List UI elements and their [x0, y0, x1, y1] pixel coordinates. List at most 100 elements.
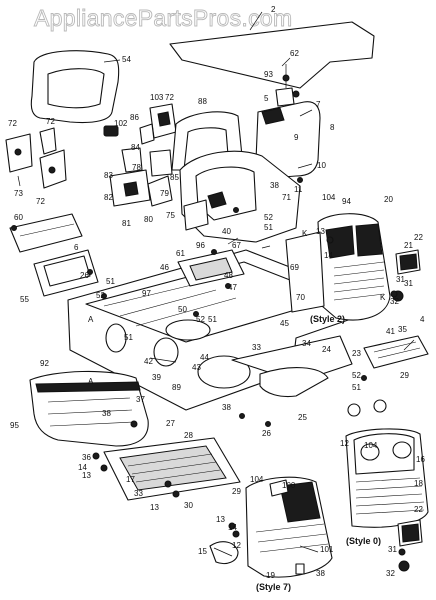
style-0-label: (Style 0) [346, 536, 381, 546]
callout-45: 45 [280, 319, 289, 328]
callout-20: 20 [384, 195, 393, 204]
callout-72-top: 72 [165, 93, 174, 102]
callout-27: 27 [166, 419, 175, 428]
lens-part-12 [347, 399, 387, 417]
callout-43: 43 [192, 363, 201, 372]
callout-26-mid: 26 [262, 429, 271, 438]
callout-35: 35 [398, 325, 407, 334]
callout-23: 23 [352, 349, 361, 358]
callout-k-upper: K [302, 229, 308, 238]
leader-lines [17, 57, 415, 557]
callout-31-upper-b: 31 [404, 279, 413, 288]
callout-51-b: 51 [208, 315, 217, 324]
callout-22-lower: 22 [414, 505, 423, 514]
callout-31-upper: 31 [396, 275, 405, 284]
chassis-frame [67, 249, 355, 411]
callout-29-lower: 29 [232, 487, 241, 496]
callout-13-mid: 13 [316, 227, 325, 236]
callout-46: 46 [160, 263, 169, 272]
callout-80: 80 [144, 215, 153, 224]
callout-73: 73 [14, 189, 23, 198]
callout-5: 5 [264, 94, 269, 103]
callout-71: 71 [282, 193, 291, 202]
callout-7: 7 [316, 100, 321, 109]
callout-100: 100 [282, 481, 296, 490]
callout-41: 41 [386, 327, 395, 336]
battery-tray-part-6 [33, 249, 99, 297]
bracket-part-82 [109, 169, 151, 207]
callout-51-c: 51 [124, 333, 133, 342]
style-7-label: (Style 7) [256, 582, 291, 592]
fasteners [11, 74, 406, 556]
headlight-part-22 [395, 249, 421, 275]
callout-51-a: 51 [106, 277, 115, 286]
callout-72-mid: 72 [46, 117, 55, 126]
callout-38-mid: 38 [222, 403, 231, 412]
callout-29-right: 29 [400, 371, 409, 380]
watermark-text: AppliancePartsPros.com [34, 5, 292, 31]
callout-39: 39 [152, 373, 161, 382]
callout-13-bottom: 13 [216, 515, 225, 524]
callout-21: 21 [404, 241, 413, 250]
callout-16: 16 [416, 455, 425, 464]
seat-part-54 [30, 50, 120, 124]
callout-84: 84 [131, 143, 140, 152]
callout-12-bottom: 12 [232, 541, 241, 550]
bracket-part-72-left [5, 133, 33, 173]
callout-104-lower: 104 [250, 475, 264, 484]
callout-92: 92 [40, 359, 49, 368]
callout-60: 60 [14, 213, 23, 222]
callout-83: 83 [104, 171, 113, 180]
callout-13-lower: 13 [150, 503, 159, 512]
callout-10: 10 [317, 161, 326, 170]
callout-94: 94 [342, 197, 351, 206]
callout-38-footrest: 38 [102, 409, 111, 418]
clip-part-103 [149, 103, 177, 139]
callout-85: 85 [170, 173, 179, 182]
bracket-part-84 [121, 147, 173, 177]
bracket-part-79 [147, 175, 173, 207]
callout-54: 54 [122, 55, 131, 64]
callout-47: 47 [228, 283, 237, 292]
callout-51-top: 51 [264, 223, 273, 232]
bracket-part-69-70 [285, 231, 325, 313]
callout-103: 103 [150, 93, 164, 102]
callout-86: 86 [130, 113, 139, 122]
callout-14-left: 14 [78, 463, 87, 472]
callout-22-top: 22 [414, 233, 423, 242]
callout-75: 75 [166, 211, 175, 220]
callout-labels: 2 54 62 93 5 7 8 9 103 72 88 86 102 84 7… [8, 5, 425, 580]
plate-part-67 [177, 249, 245, 287]
callout-72-left: 72 [8, 119, 17, 128]
callout-52-top: 52 [264, 213, 273, 222]
callout-48: 48 [224, 271, 233, 280]
callout-14-bottom: 14 [228, 523, 237, 532]
callout-40: 40 [222, 227, 231, 236]
callout-38-top: 38 [270, 181, 279, 190]
grille-style-2-part-94 [317, 213, 391, 321]
callout-6: 6 [74, 243, 79, 252]
callout-104-top: 104 [322, 193, 336, 202]
callout-95: 95 [10, 421, 19, 430]
bracket-part-72-mid [39, 149, 67, 189]
callout-50: 50 [178, 305, 187, 314]
callout-81: 81 [122, 219, 131, 228]
callout-33-lower: 33 [134, 489, 143, 498]
grille-style-0-part-18 [345, 428, 429, 528]
callout-28: 28 [184, 431, 193, 440]
callout-52-a: 52 [96, 291, 105, 300]
callout-67: 67 [232, 241, 241, 250]
callout-26-left: 26 [80, 271, 89, 280]
hood-panel-part-2 [169, 11, 375, 89]
callout-a-upper: A [88, 315, 94, 324]
callout-32-lower: 32 [386, 569, 395, 578]
callout-104-right: 104 [364, 441, 378, 450]
grille-style-7-part-19 [245, 476, 333, 578]
callout-14-mid: 14 [324, 251, 333, 260]
callout-89: 89 [172, 383, 181, 392]
callout-69: 69 [290, 263, 299, 272]
callout-24: 24 [322, 345, 331, 354]
callout-4: 4 [420, 315, 425, 324]
